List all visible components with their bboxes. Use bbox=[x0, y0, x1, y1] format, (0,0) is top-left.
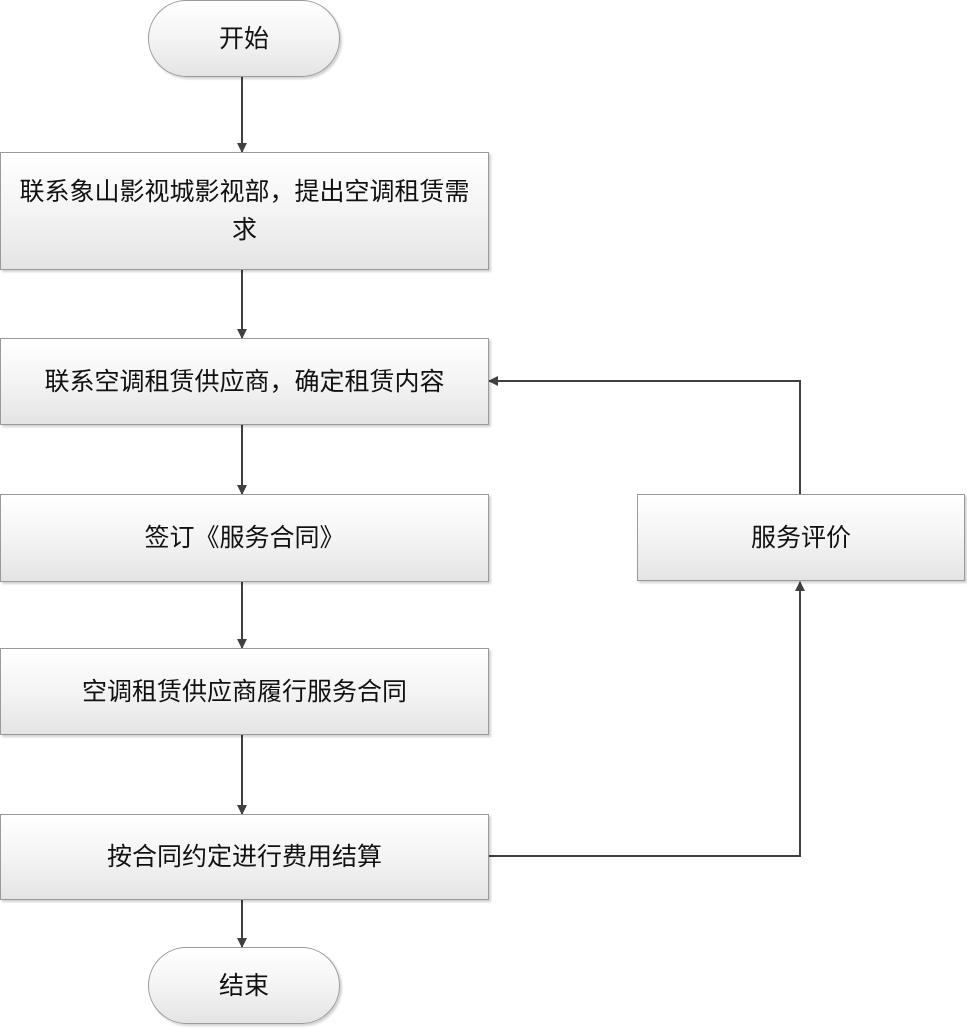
end-terminal: 结束 bbox=[148, 947, 340, 1024]
step-perform-contract: 空调租赁供应商履行服务合同 bbox=[0, 648, 489, 735]
step-contact-supplier: 联系空调租赁供应商，确定租赁内容 bbox=[0, 338, 489, 425]
step-label: 签订《服务合同》 bbox=[144, 523, 345, 552]
step-label: 空调租赁供应商履行服务合同 bbox=[81, 676, 407, 706]
step-sign-contract: 签订《服务合同》 bbox=[0, 494, 489, 582]
step-label: 按合同约定进行费用结算 bbox=[106, 842, 382, 871]
arrow-step5-to-feedback bbox=[489, 581, 805, 857]
step-label: 联系空调租赁供应商，确定租赁内容 bbox=[44, 366, 445, 396]
step-service-evaluation: 服务评价 bbox=[637, 494, 965, 581]
start-terminal: 开始 bbox=[148, 0, 340, 77]
step-settlement: 按合同约定进行费用结算 bbox=[0, 814, 489, 900]
step-label: 联系象山影视城影视部，提出空调租赁需求 bbox=[19, 177, 470, 244]
step-label: 服务评价 bbox=[750, 522, 851, 552]
step-contact-film-city: 联系象山影视城影视部，提出空调租赁需求 bbox=[0, 152, 489, 270]
start-label: 开始 bbox=[218, 23, 269, 53]
arrow-feedback-to-step2 bbox=[488, 376, 801, 494]
end-label: 结束 bbox=[218, 970, 269, 1000]
